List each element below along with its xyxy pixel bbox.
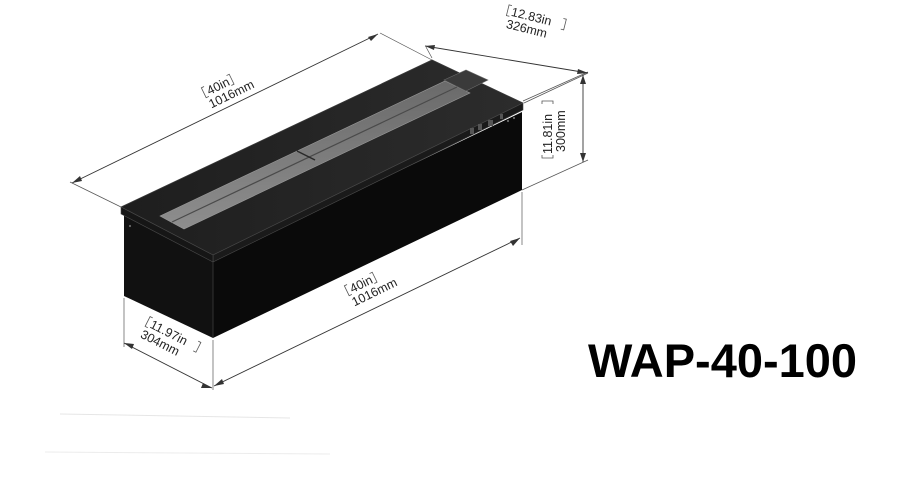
left-end-face (124, 214, 213, 338)
dimension-height: 11.81in 300mm (521, 72, 589, 191)
slot-divider (296, 150, 316, 161)
front-face (213, 112, 522, 338)
front-controls (470, 114, 503, 134)
height-in-label: 11.81in (541, 114, 555, 154)
height-mm-label: 300mm (554, 110, 568, 152)
faint-artifact-line (59, 413, 291, 419)
control-panel (443, 69, 489, 92)
fireplace-unit (120, 59, 524, 338)
model-number: WAP-40-100 (588, 334, 858, 387)
dimension-top-length: 40in 1016mm (69, 32, 433, 208)
faint-artifact-line-2 (44, 451, 331, 455)
slot-inner-line (171, 86, 458, 223)
screws (128, 116, 516, 228)
